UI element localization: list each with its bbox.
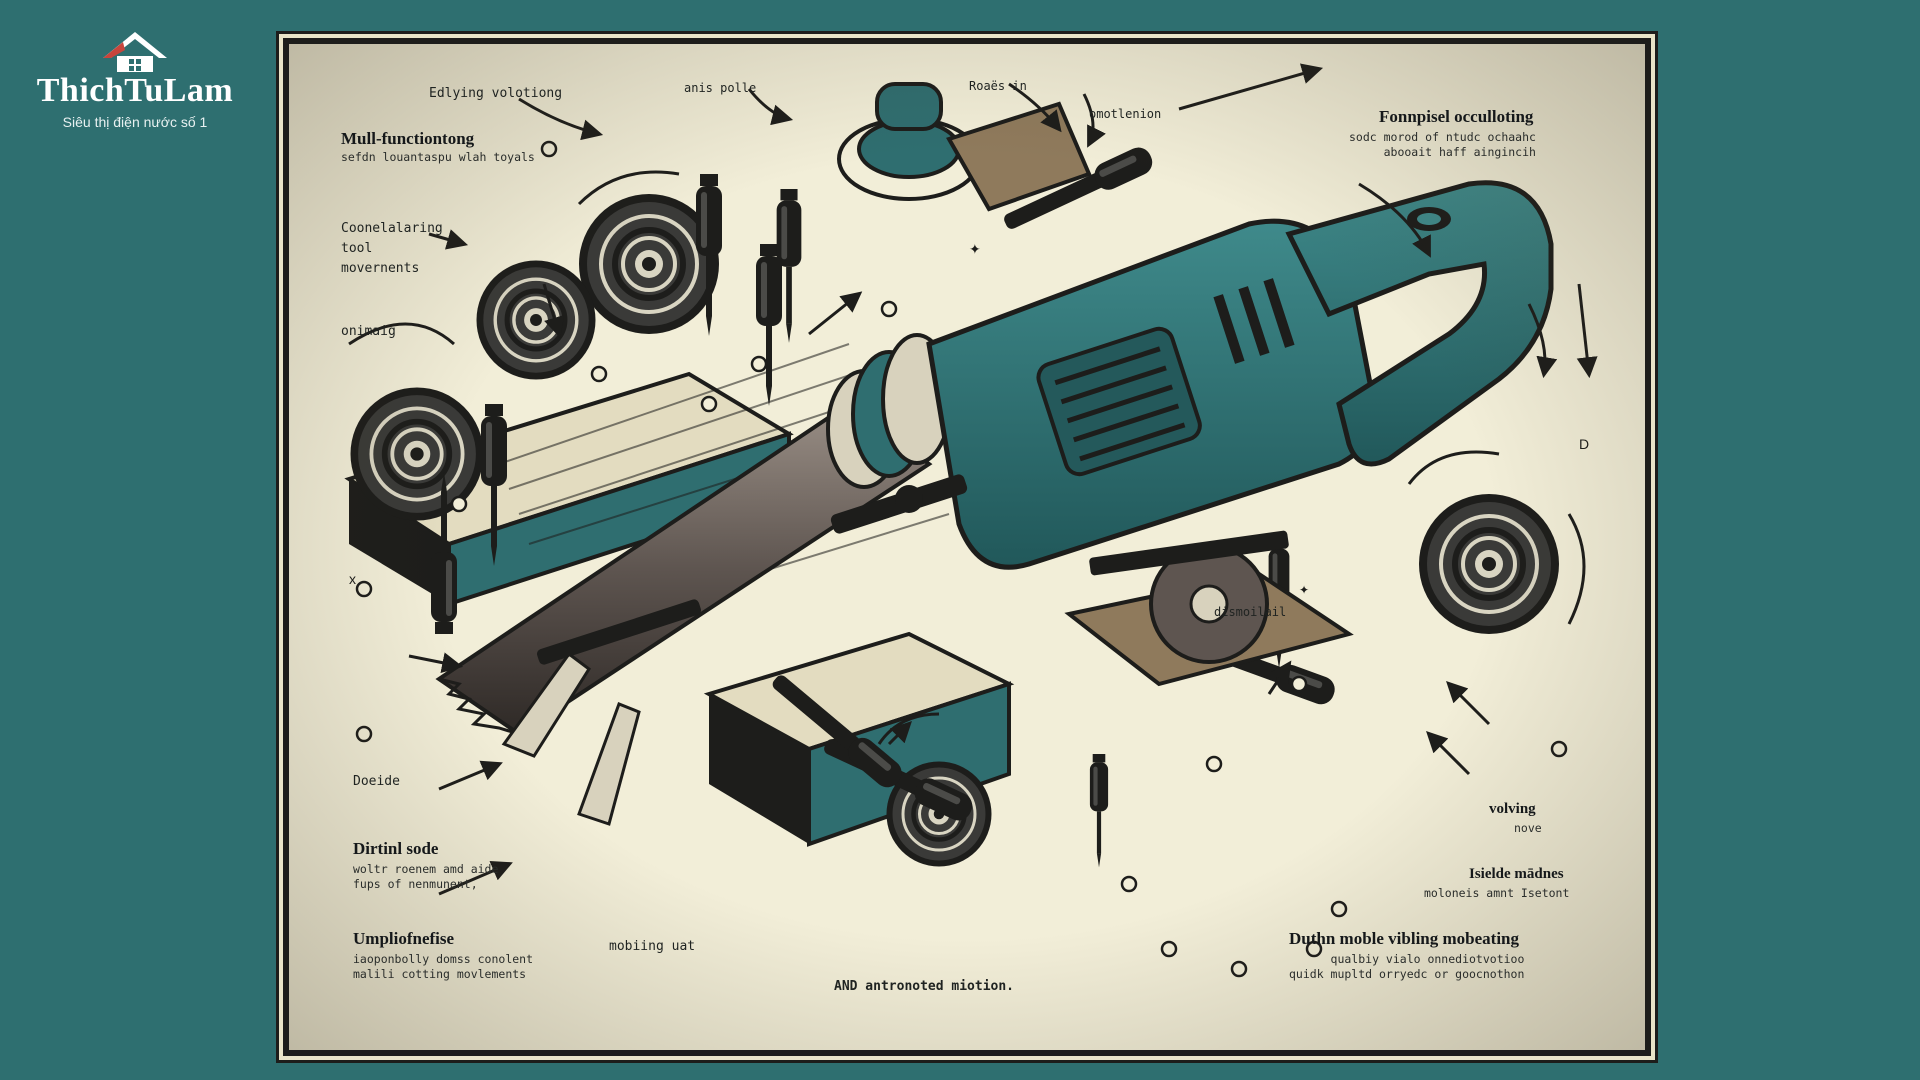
svg-text:✦: ✦ bbox=[969, 241, 981, 257]
label-top-right-small: omotlenion bbox=[1089, 107, 1162, 121]
left-heading: Mull-functiontong bbox=[341, 129, 475, 148]
right-heading: Fonnpisel occulloting bbox=[1379, 107, 1534, 126]
label-top-feeds: Roaës in bbox=[969, 79, 1027, 93]
bottom-left-sub: woltr roenem amd aide fups of nenmunent, bbox=[353, 862, 499, 891]
right-blade-heading: Isielde mādnes bbox=[1469, 866, 1564, 882]
tool-illustration-poster: x D ✦ ✦ Edlying volotiong anis polle Roa… bbox=[283, 38, 1651, 1056]
bottom-left-sub-2: iaoponbolly domss conolent malili cottin… bbox=[353, 952, 534, 981]
brand-tagline: Siêu thị điện nước số 1 bbox=[62, 114, 208, 130]
bottom-right-heading: Duthn moble vibling mobeating bbox=[1289, 929, 1520, 948]
left-block: Coonelalaring tool movernents bbox=[341, 221, 443, 276]
svg-text:D: D bbox=[1579, 436, 1589, 452]
right-heading-sub: sodc morod of ntudc ochaahc abooait haff… bbox=[1349, 130, 1536, 159]
label-mid-right: dismoilail bbox=[1214, 605, 1287, 619]
bottom-left-heading-2: Umpliofnefise bbox=[353, 929, 455, 948]
brand-logo[interactable]: ThichTuLam Siêu thị điện nước số 1 bbox=[20, 28, 250, 130]
label-bottom-center-2: AND antronoted miotion. bbox=[834, 979, 1015, 994]
label-top-left: Edlying volotiong bbox=[429, 86, 563, 101]
svg-text:x: x bbox=[349, 571, 356, 587]
right-blade-sub: moloneis amnt Isetont bbox=[1424, 886, 1570, 900]
label-bottom-center: mobiing uat bbox=[609, 939, 696, 954]
oscillating-tool-illustration: x D ✦ ✦ bbox=[344, 63, 1598, 978]
svg-text:✦: ✦ bbox=[1299, 583, 1309, 597]
left-heading-sub: sefdn louantaspu wlah toyals bbox=[341, 150, 535, 164]
label-top-center: anis polle bbox=[684, 81, 757, 95]
right-volving-heading: volving bbox=[1489, 801, 1536, 817]
bottom-right-sub: qualbiy vialo onnediotvotioo quidk muplt… bbox=[1289, 952, 1525, 981]
right-volving-sub: nove bbox=[1514, 821, 1542, 835]
label-bottom-left-small: Doeide bbox=[353, 774, 400, 789]
left-small-label: onimaig bbox=[341, 324, 396, 339]
brand-name: ThichTuLam bbox=[36, 72, 234, 109]
house-icon bbox=[103, 32, 167, 72]
bottom-left-heading: Dirtinl sode bbox=[353, 839, 439, 858]
